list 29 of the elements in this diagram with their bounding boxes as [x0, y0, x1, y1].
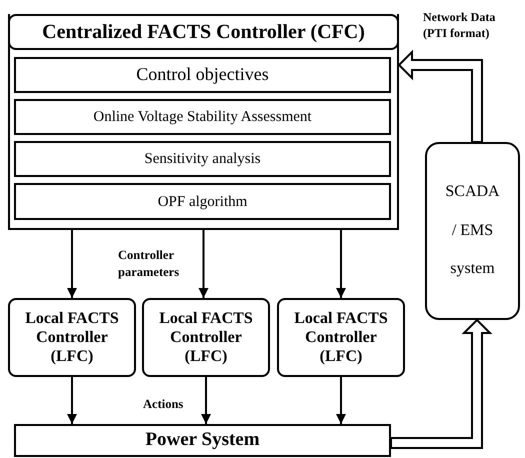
node-label: Sensitivity analysis	[144, 150, 261, 168]
node-label: Local FACTS Controller (LFC)	[158, 308, 254, 366]
system-box	[425, 142, 520, 320]
step-box	[14, 183, 391, 220]
arrow	[201, 377, 211, 424]
controller-panel	[8, 14, 399, 230]
step-box	[14, 99, 391, 135]
system-box	[14, 424, 391, 457]
node-label: Online Voltage Stability Assessment	[93, 108, 312, 126]
arrow	[67, 230, 77, 298]
arrow	[336, 230, 346, 298]
block-arrow	[398, 50, 483, 143]
arrow	[198, 230, 208, 298]
controller-box	[277, 298, 405, 377]
node-label: OPF algorithm	[158, 192, 248, 210]
controller-box	[8, 298, 136, 377]
node-label: Power System	[145, 429, 260, 452]
arrow	[336, 377, 346, 424]
block-arrow	[390, 318, 492, 449]
controller-box	[142, 298, 270, 377]
node-label: Centralized FACTS Controller (CFC)	[42, 20, 365, 44]
node-label: Local FACTS Controller (LFC)	[293, 308, 389, 366]
arrow	[67, 377, 77, 424]
panel-header	[8, 14, 399, 50]
node-label: Local FACTS Controller (LFC)	[24, 308, 120, 366]
node-label: SCADA / EMS system	[444, 182, 501, 280]
step-box	[14, 57, 391, 93]
step-box	[14, 141, 391, 177]
node-label: Control objectives	[136, 64, 269, 86]
